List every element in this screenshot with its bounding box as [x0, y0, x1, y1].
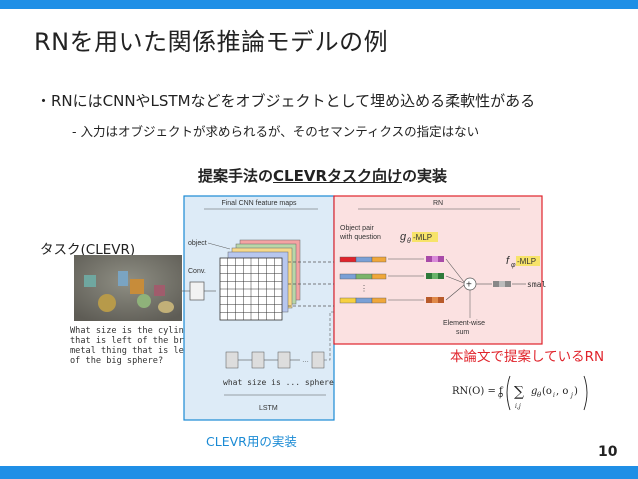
question-line: What size is the cylinder: [70, 326, 200, 336]
page-number: 10: [598, 444, 618, 460]
svg-text:⋮: ⋮: [360, 284, 368, 293]
caption-underlined: CLEVRタスク向け: [273, 167, 402, 185]
f-output-cell: [493, 281, 499, 287]
sum-label-line1: Element-wise: [443, 320, 485, 327]
clevr-scene-image: [74, 255, 182, 321]
slide-title: RNを用いた関係推論モデルの例: [34, 28, 389, 56]
bullet-text: ・RNにはCNNやLSTMなどをオブジェクトとして埋め込める柔軟性がある: [36, 92, 536, 110]
g-mlp-label: -MLP: [413, 233, 432, 242]
f-output-cell: [505, 281, 511, 287]
plus-symbol: +: [466, 280, 472, 291]
formula-args: (o: [542, 386, 552, 397]
object-pair-label: Object pair: [340, 225, 375, 232]
scene-red-cube: [154, 285, 165, 296]
g-theta-symbol: g: [400, 231, 407, 243]
sum-label-line2: sum: [456, 329, 469, 336]
rn-annotation: 本論文で提案しているRN: [450, 349, 605, 365]
output-answer: small: [527, 280, 546, 289]
scene-small-sphere: [137, 294, 151, 308]
caption-suffix: の実装: [402, 167, 448, 185]
question-line: of the big sphere?: [70, 356, 164, 366]
scene-brown-sphere: [158, 301, 174, 313]
feature-map-stack: [219, 239, 301, 321]
g-theta-subscript: θ: [407, 238, 411, 245]
top-accent-bar: [0, 0, 638, 9]
architecture-diagram: Final CNN feature maps RN object Conv.: [182, 195, 546, 421]
caption-prefix: 提案手法の: [198, 167, 274, 185]
feature-map-grid: [220, 258, 282, 320]
formula-g-subscript: θ: [537, 391, 542, 399]
f-mlp-highlight: [516, 256, 540, 266]
object-label: object: [188, 240, 207, 247]
g-outputs: [426, 256, 444, 303]
formula-lhs: RN(O) = f: [452, 386, 504, 397]
f-phi-subscript: φ: [511, 262, 516, 269]
conv-block: [189, 281, 205, 301]
f-output-cell: [499, 281, 505, 287]
f-mlp-label: -MLP: [517, 257, 536, 266]
formula-sigma: ∑: [514, 384, 524, 400]
formula-close: ): [574, 386, 578, 397]
rn-title: RN: [433, 200, 443, 207]
cnn-to-rn-arrows: [288, 261, 334, 307]
rn-formula: RN(O) = f φ ∑ i,j g θ (o i , o j ): [452, 375, 588, 411]
formula-j-sub: j: [569, 392, 573, 399]
formula-right-paren: [583, 375, 588, 411]
object-pointer: [207, 242, 231, 250]
rn-box: [333, 195, 543, 345]
lstm-words: what size is ... sphere: [223, 378, 334, 387]
figure-caption: 提案手法のCLEVRタスク向けの実装: [198, 165, 447, 186]
scene-sphere: [98, 294, 116, 312]
formula-left-paren: [506, 375, 511, 411]
scene-cube: [84, 275, 96, 287]
lstm-to-rn-arrow: [324, 311, 334, 361]
conv-label: Conv.: [188, 268, 206, 275]
formula-i-sub: i: [553, 392, 555, 399]
lstm-ellipsis: …: [302, 357, 309, 364]
object-pair-vectors: ⋮: [339, 256, 387, 304]
f-phi-symbol: f: [506, 255, 510, 267]
formula-sigma-index: i,j: [515, 403, 521, 410]
scene-metal-cube: [130, 279, 144, 294]
formula-comma: , o: [556, 386, 568, 397]
sum-arrows: [445, 258, 465, 301]
bottom-accent-bar: [0, 466, 638, 479]
g-mlp-highlight: [412, 232, 438, 242]
sub-bullet-text: - 入力はオブジェクトが求められるが、そのセマンティクスの指定はない: [72, 124, 480, 139]
lstm-label: LSTM: [259, 405, 278, 412]
cnn-title: Final CNN feature maps: [221, 200, 297, 207]
clevr-annotation: CLEVR用の実装: [206, 434, 297, 449]
task-label: タスク(CLEVR): [40, 242, 136, 258]
g-mlp-arrows: [388, 258, 424, 301]
formula-f-subscript: φ: [498, 391, 503, 399]
with-question-label: with question: [339, 234, 381, 241]
formula-g: g: [531, 386, 537, 397]
scene-cylinder: [118, 271, 128, 286]
